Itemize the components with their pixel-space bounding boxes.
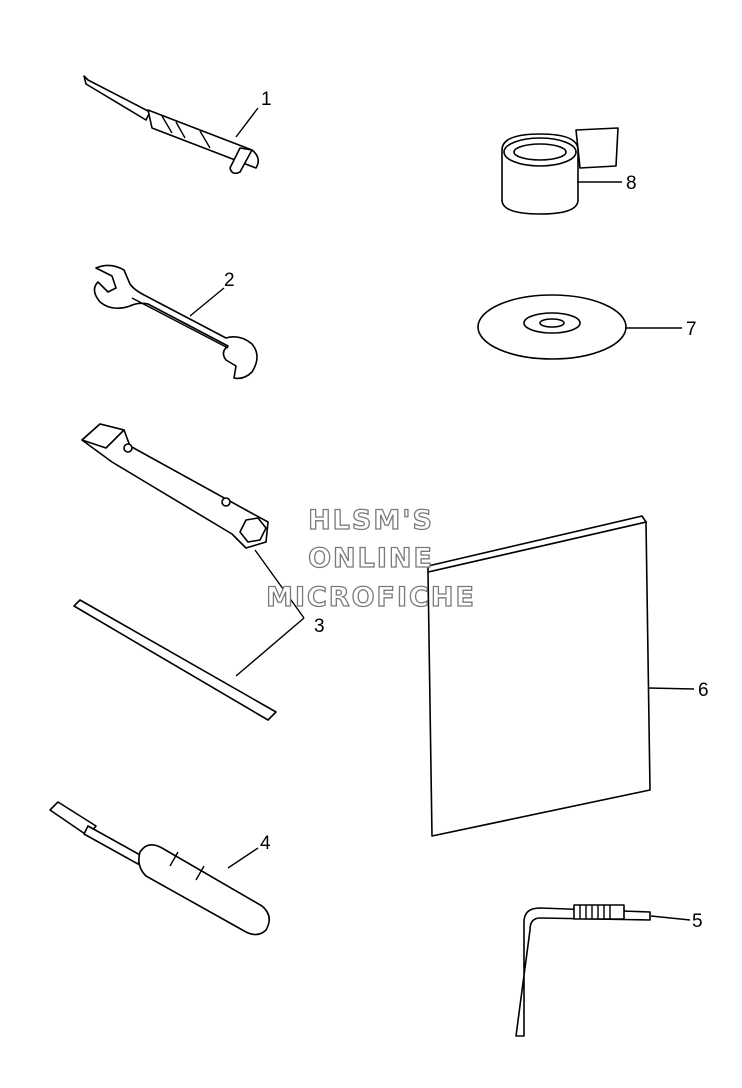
part-3-box-wrench [81,423,269,549]
callout-6: 6 [698,680,709,701]
part-6-owners-manual [427,515,651,837]
callout-2: 2 [224,270,235,291]
part-7-cd [477,294,627,360]
part-3-tommy-bar [73,599,277,721]
callout-4: 4 [260,833,271,854]
part-2-wrench [93,264,258,380]
watermark-line-1: HLSM'S [307,505,434,536]
callout-3: 3 [314,616,325,637]
leader-lines [189,107,695,921]
part-8-tape [501,127,619,215]
callout-7: 7 [686,319,697,340]
watermark-line-2: ONLINE [307,543,434,574]
callout-5: 5 [692,911,703,932]
part-5-hex-key [515,904,651,1037]
part-1-screwdriver [83,75,260,175]
watermark-line-3: MICROFICHE [265,582,476,613]
part-4-screwdriver [49,801,270,936]
callout-8: 8 [626,173,637,194]
callout-1: 1 [261,89,272,110]
